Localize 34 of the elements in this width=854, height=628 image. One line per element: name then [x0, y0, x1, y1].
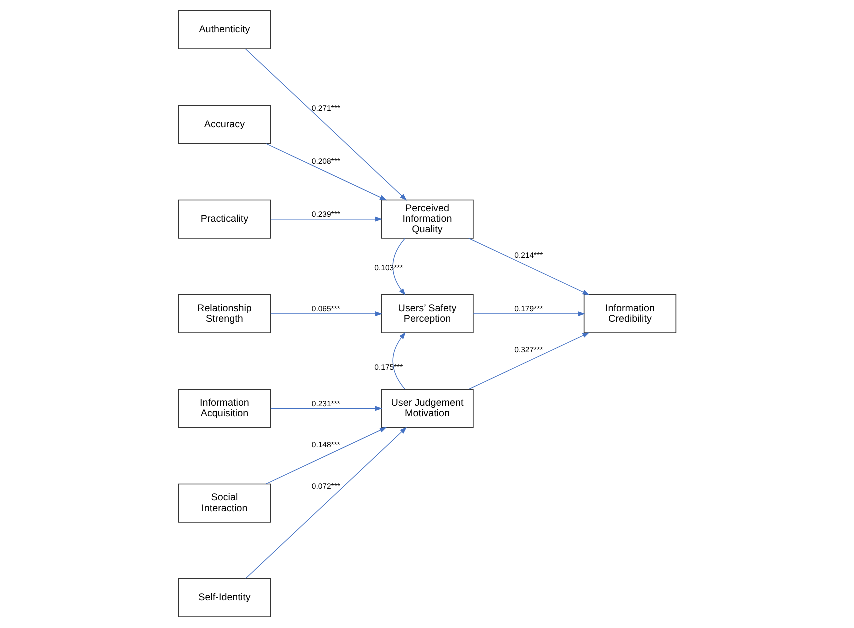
- node-box: Perceived Information Quality: [380, 200, 474, 239]
- arrow: [245, 427, 407, 580]
- node-box: User Judgement Motivation: [380, 389, 474, 428]
- arrow: [392, 238, 406, 296]
- arrow: [265, 143, 387, 201]
- edge-label: 0.208***: [311, 157, 340, 166]
- edge-label: 0.065***: [311, 304, 340, 314]
- node-box: Information Acquisition: [178, 389, 271, 428]
- node-box: Relationship Strength: [178, 294, 271, 334]
- edge-label: 0.148***: [311, 440, 340, 450]
- edge-label: 0.239***: [311, 210, 340, 220]
- arrow: [245, 48, 407, 201]
- node-box: Self-Identity: [178, 578, 271, 618]
- node-box: Social Interaction: [178, 484, 271, 523]
- arrow: [270, 216, 382, 222]
- edge-label: 0.231***: [311, 399, 340, 408]
- edge-label: 0.327***: [514, 346, 543, 355]
- arrow: [265, 427, 387, 485]
- node-box: Information Credibility: [583, 294, 676, 334]
- edge-label: 0.175***: [374, 362, 403, 372]
- node-box: Users’ Safety Perception: [380, 294, 474, 334]
- edge-label: 0.214***: [514, 251, 543, 260]
- edge-label: 0.179***: [514, 304, 543, 314]
- edge-label: 0.271***: [311, 104, 340, 114]
- arrow: [270, 312, 382, 316]
- arrow: [468, 332, 590, 390]
- node-box: Authenticity: [178, 10, 271, 50]
- arrow: [472, 312, 585, 316]
- arrow: [270, 406, 382, 412]
- node-box: Accuracy: [178, 105, 271, 144]
- edge-label: 0.072***: [311, 482, 340, 492]
- node-box: Practicality: [178, 200, 271, 239]
- arrow: [392, 332, 406, 390]
- arrow: [468, 238, 590, 296]
